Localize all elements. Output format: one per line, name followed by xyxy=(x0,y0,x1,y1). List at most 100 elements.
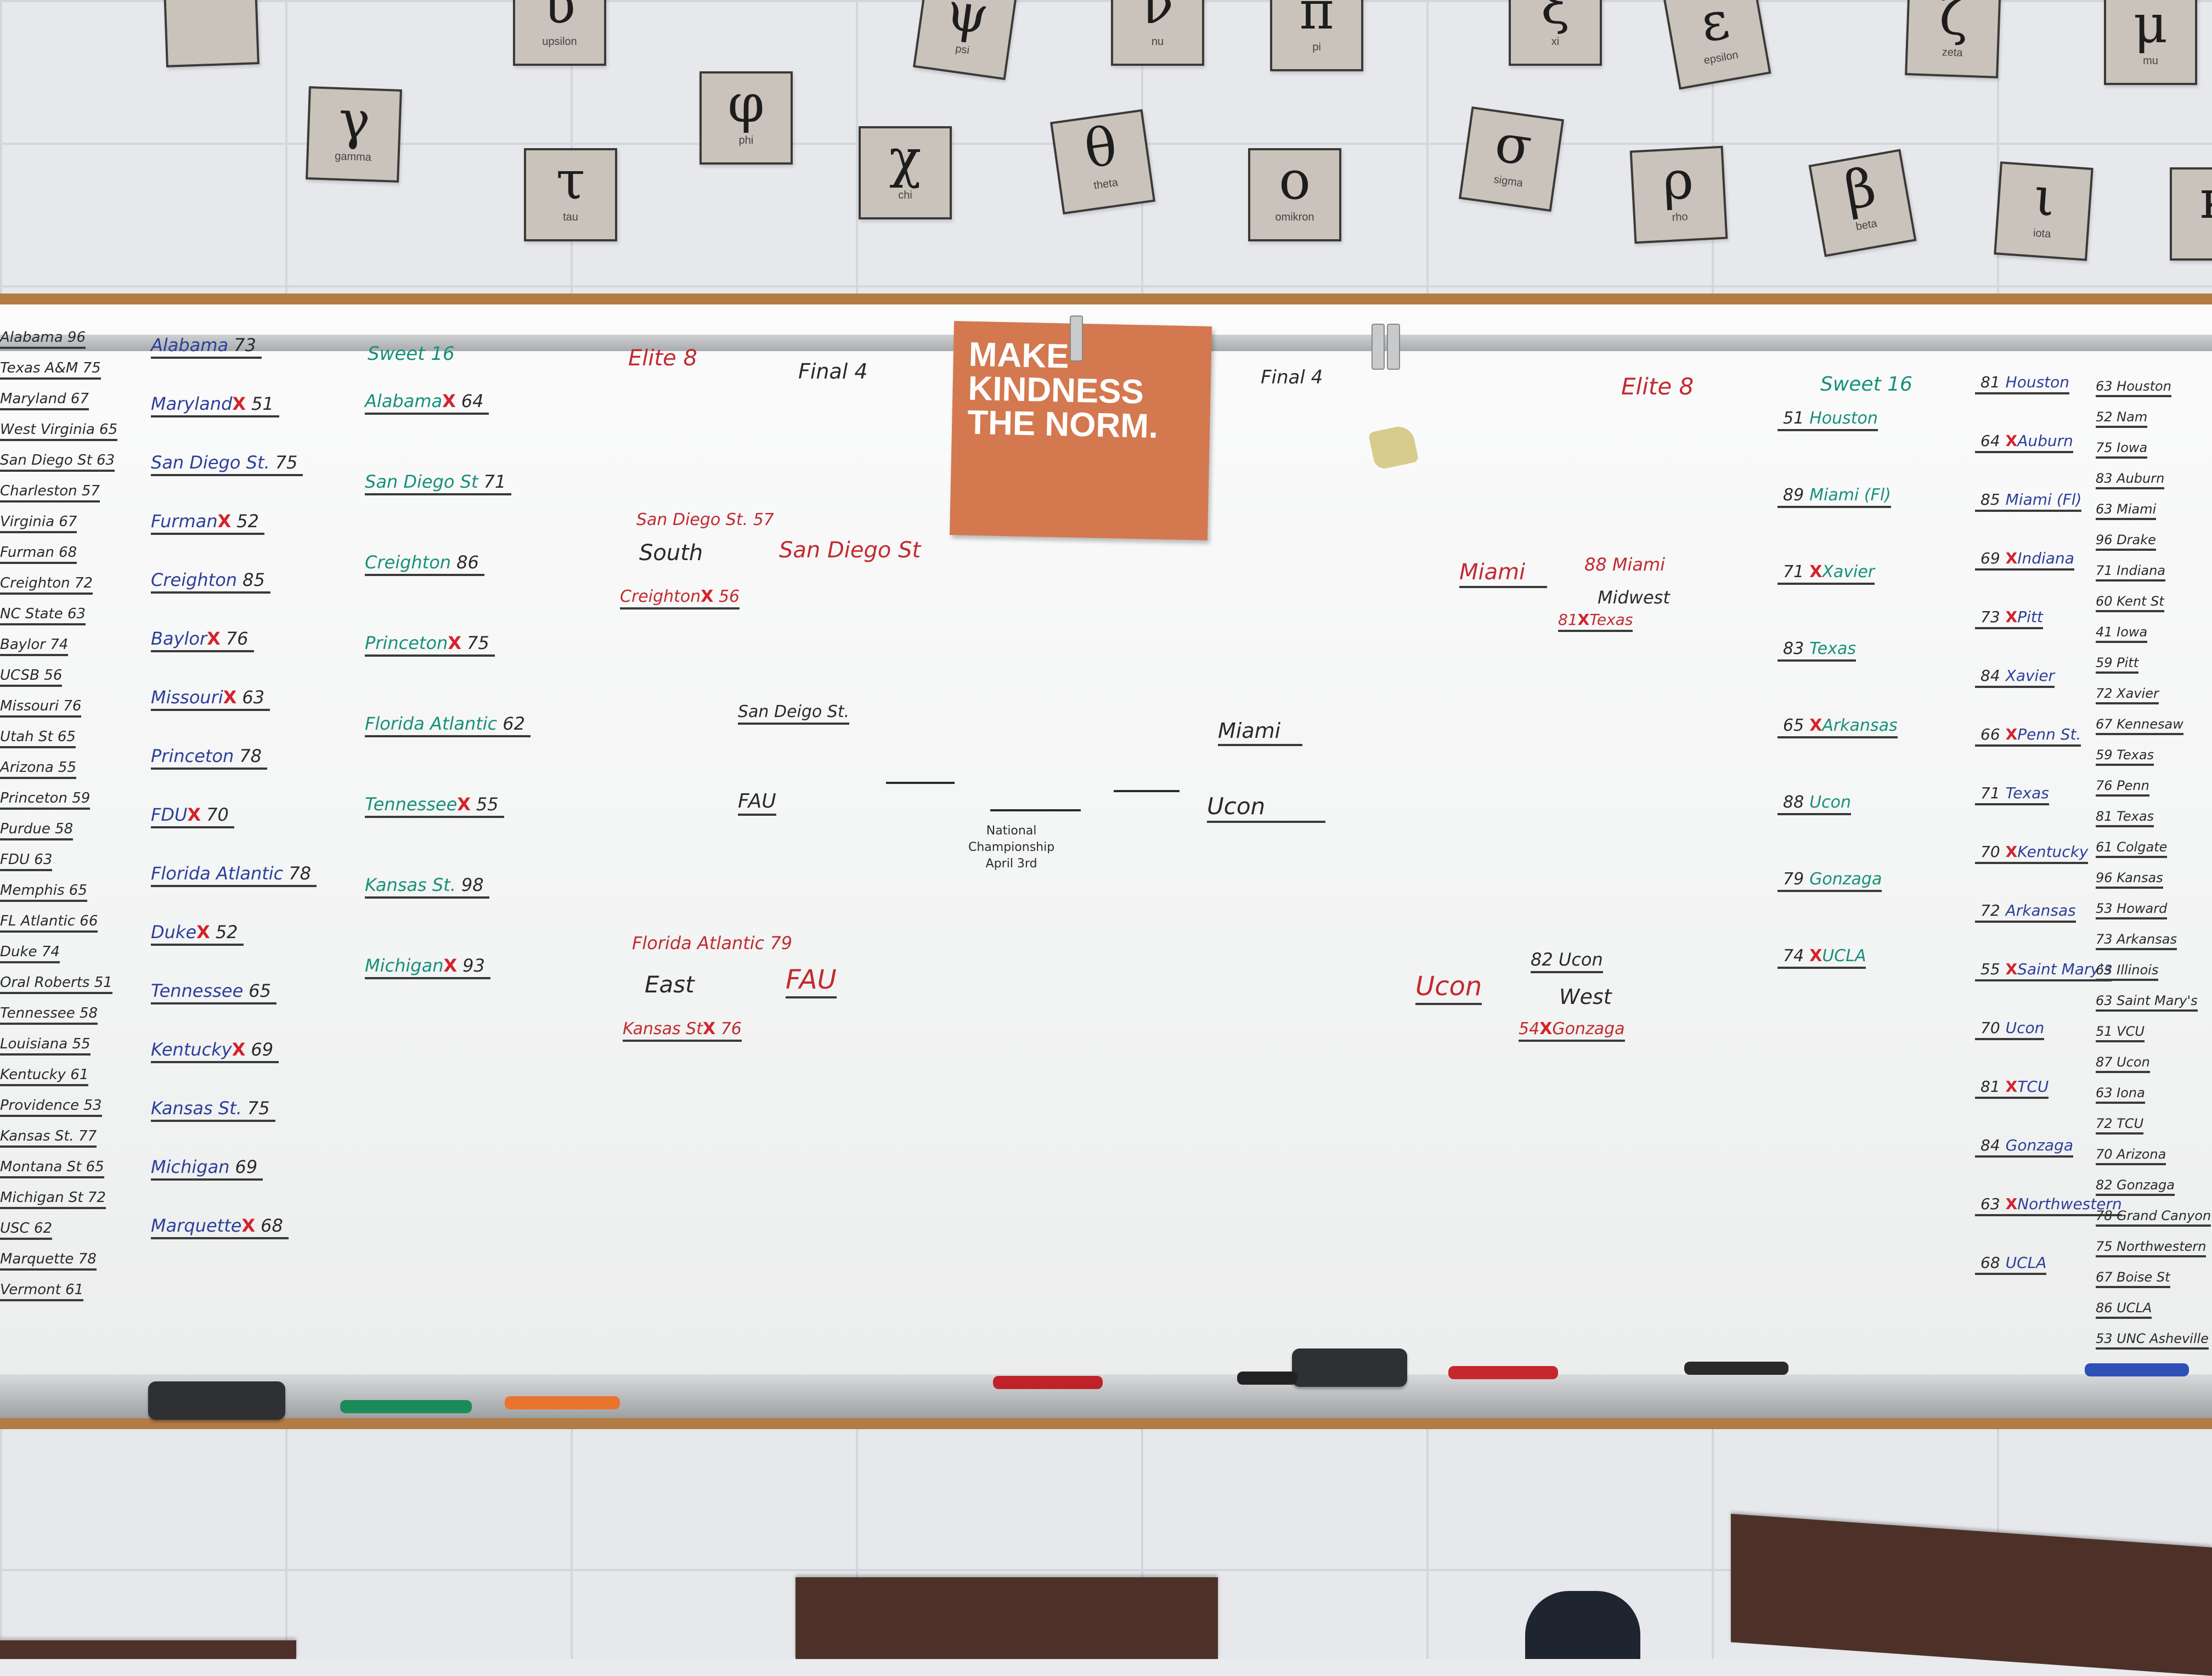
team-name: Michigan xyxy=(151,1156,230,1177)
team-entry: 96 Kansas xyxy=(2096,870,2163,889)
team-name: Maryland xyxy=(151,393,233,414)
east-region-label: East xyxy=(645,971,695,998)
team-name: Ucon xyxy=(1809,793,1852,812)
black-marker[interactable] xyxy=(1237,1372,1297,1385)
team-name: Creighton xyxy=(151,569,238,590)
team-name: Northwestern xyxy=(2017,1195,2122,1213)
team-score: 93 xyxy=(462,955,485,976)
header-sweet16-left: Sweet 16 xyxy=(368,343,455,365)
loss-x-mark: X xyxy=(223,687,237,708)
team-score: 86 xyxy=(456,552,479,573)
loss-x-mark: X xyxy=(1809,562,1822,582)
loss-x-mark: X xyxy=(703,1019,716,1039)
team-score: 75 xyxy=(275,452,298,473)
header-sweet16-right: Sweet 16 xyxy=(1820,373,1912,396)
final4-left-team1: San Deigo St. xyxy=(738,702,850,725)
team-entry: 87 Ucon xyxy=(2096,1054,2150,1073)
loss-x-mark: X xyxy=(701,587,714,606)
team-score: 63 xyxy=(1980,1195,2000,1213)
board-eraser[interactable] xyxy=(148,1381,285,1420)
student-desk xyxy=(795,1577,1218,1659)
team-name: Saint Mary's xyxy=(2017,960,2112,978)
greek-symbol: ζ xyxy=(1938,0,1969,47)
south-team1-name: San Diego St. xyxy=(636,510,748,529)
south-team1-score: 57 xyxy=(753,510,774,529)
team-score: 70 xyxy=(1980,843,2000,861)
team-entry: Duke 74 xyxy=(0,944,60,963)
greek-symbol: κ xyxy=(2172,170,2212,230)
bracket-entry: San Diego St.75 xyxy=(151,452,303,476)
loss-x-mark: X xyxy=(217,511,232,532)
blue-marker[interactable] xyxy=(2085,1363,2189,1376)
team-score: 81 xyxy=(1980,1077,2000,1096)
team-entry: Kentucky 61 xyxy=(0,1066,89,1086)
team-score: 74 xyxy=(1783,946,1804,966)
orange-marker[interactable] xyxy=(505,1396,620,1409)
loss-x-mark: X xyxy=(1809,716,1822,735)
west-team1: 82 Ucon xyxy=(1531,949,1603,973)
team-entry: Virginia 67 xyxy=(0,513,77,533)
team-entry: USC 62 xyxy=(0,1220,53,1240)
west-team2-score: 54 xyxy=(1519,1019,1540,1039)
green-marker[interactable] xyxy=(340,1400,472,1413)
loss-x-mark: X xyxy=(196,922,210,943)
board-eraser[interactable] xyxy=(1292,1348,1407,1387)
team-score: 85 xyxy=(242,569,265,590)
east-winner: FAU xyxy=(786,964,837,998)
team-score: 51 xyxy=(251,393,274,414)
west-team1-name: Ucon xyxy=(1558,949,1603,970)
loss-x-mark: X xyxy=(2005,843,2018,861)
team-name: Furman xyxy=(151,511,218,532)
team-entry: Providence 53 xyxy=(0,1097,102,1117)
greek-name: omikron xyxy=(1275,211,1314,223)
west-team2: 54XGonzaga xyxy=(1519,1019,1625,1042)
team-name: Miami (Fl) xyxy=(1809,486,1891,505)
team-name: Kentucky xyxy=(2017,843,2089,861)
black-marker[interactable] xyxy=(1684,1362,1788,1375)
greek-symbol: μ xyxy=(2133,0,2168,55)
team-entry: 73 Arkansas xyxy=(2096,932,2177,950)
team-score: 64 xyxy=(1980,432,2000,450)
midwest-winner: Miami xyxy=(1459,560,1548,588)
team-name: Florida Atlantic xyxy=(365,713,498,734)
team-entry: 63 Saint Mary's xyxy=(2096,993,2198,1012)
team-entry: Oral Roberts 51 xyxy=(0,974,112,994)
team-entry: 63 Iona xyxy=(2096,1085,2145,1104)
red-marker[interactable] xyxy=(1448,1366,1558,1379)
team-entry: Arizona 55 xyxy=(0,759,77,779)
team-entry: Princeton 59 xyxy=(0,790,91,810)
team-entry: 60 Kent St xyxy=(2096,594,2164,612)
team-score: 62 xyxy=(503,713,525,734)
team-score: 78 xyxy=(289,863,311,884)
team-name: San Diego St xyxy=(365,471,478,492)
red-marker[interactable] xyxy=(993,1376,1103,1389)
team-score: 52 xyxy=(236,511,259,532)
team-entry: Purdue 58 xyxy=(0,821,74,840)
greek-symbol: ι xyxy=(2032,165,2057,229)
team-score: 84 xyxy=(1980,1136,2000,1154)
team-entry: Furman 68 xyxy=(0,544,77,564)
team-score: 66 xyxy=(1980,725,2000,743)
team-entry: NC State 63 xyxy=(0,606,86,625)
team-entry: 71 Indiana xyxy=(2096,563,2165,582)
midwest-team1-name: Miami xyxy=(1612,554,1666,575)
